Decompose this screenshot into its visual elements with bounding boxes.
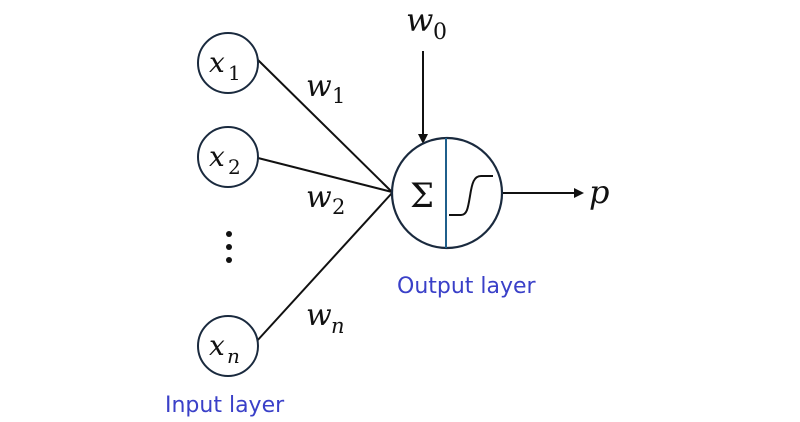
input-node-2: x 2 bbox=[197, 126, 259, 188]
sigmoid-activation-icon bbox=[449, 175, 493, 216]
bias-symbol: w bbox=[406, 1, 433, 39]
weight-label-n: w n bbox=[306, 298, 345, 338]
input-symbol: x bbox=[209, 46, 225, 79]
connection-line-2 bbox=[257, 157, 393, 193]
input-subscript: 2 bbox=[228, 155, 241, 179]
weight-symbol: w bbox=[306, 298, 332, 333]
weight-label-2: w 2 bbox=[306, 180, 345, 219]
bias-label: w 0 bbox=[406, 1, 447, 45]
connection-line-n bbox=[255, 192, 393, 343]
input-symbol: x bbox=[209, 140, 225, 173]
input-node-1: x 1 bbox=[197, 32, 259, 94]
output-symbol: p bbox=[589, 173, 609, 211]
input-layer-label: Input layer bbox=[165, 393, 285, 418]
input-node-n: x n bbox=[197, 315, 259, 377]
weight-subscript: n bbox=[331, 314, 345, 338]
connection-line-1 bbox=[257, 59, 393, 193]
ellipsis-dots bbox=[226, 231, 232, 263]
weight-symbol: w bbox=[306, 180, 332, 215]
input-symbol: x bbox=[209, 329, 225, 362]
bias-subscript: 0 bbox=[433, 20, 447, 45]
input-subscript: 1 bbox=[228, 61, 241, 85]
output-neuron: Σ bbox=[390, 136, 504, 250]
input-subscript: n bbox=[227, 344, 240, 368]
weight-subscript: 2 bbox=[332, 195, 345, 219]
output-layer-label: Output layer bbox=[397, 274, 537, 299]
weight-symbol: w bbox=[306, 69, 332, 104]
summation-icon: Σ bbox=[410, 176, 434, 216]
weight-label-1: w 1 bbox=[306, 69, 345, 108]
weight-subscript: 1 bbox=[332, 84, 345, 108]
